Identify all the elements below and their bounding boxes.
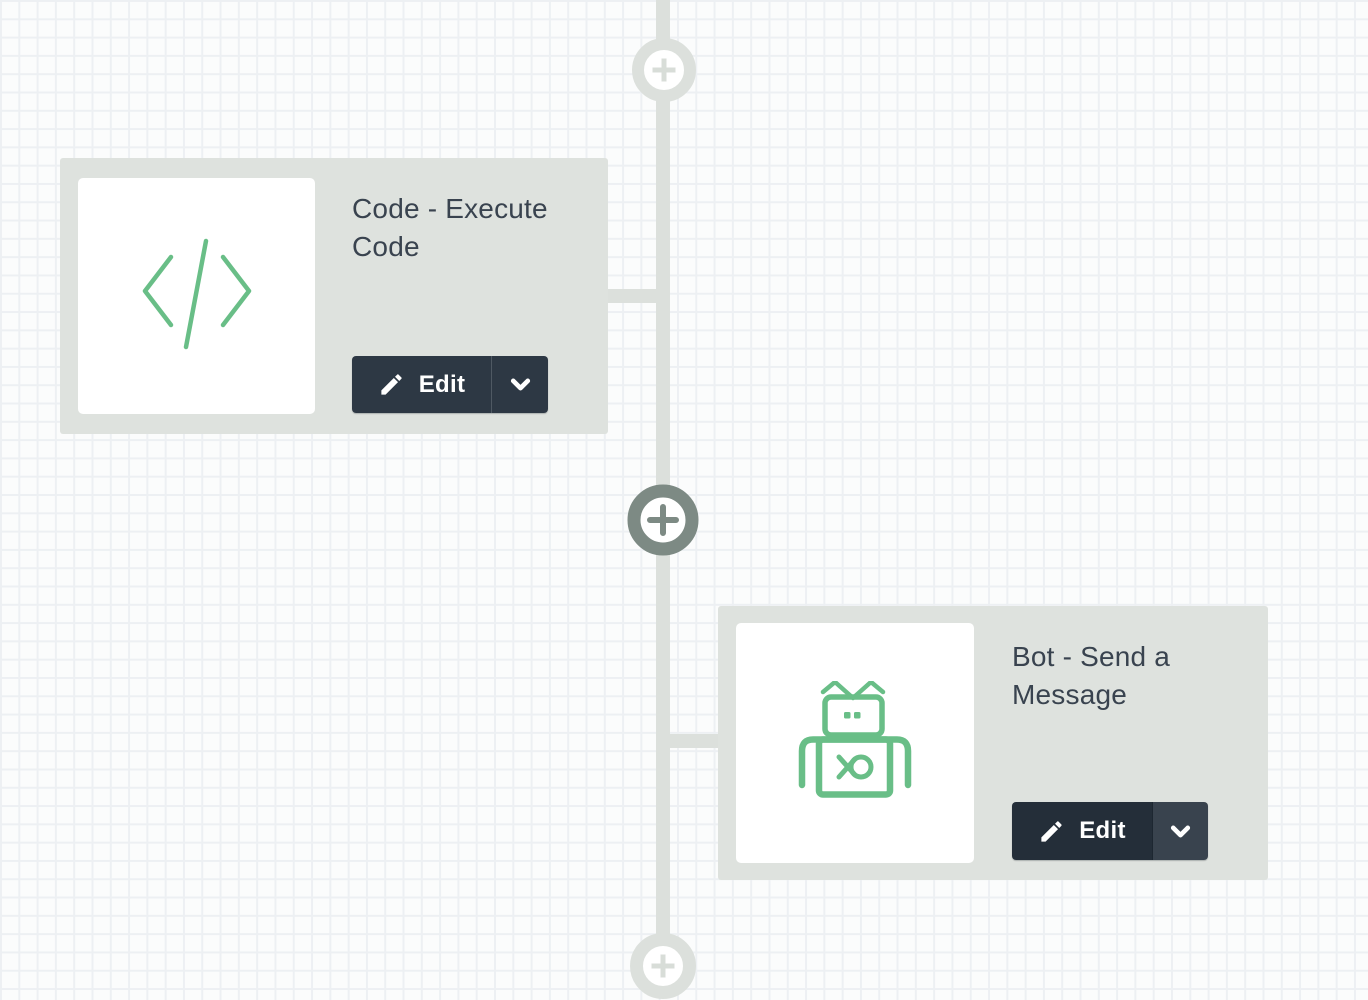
edit-button-label: Edit xyxy=(1079,817,1126,844)
flow-trunk-line xyxy=(656,0,670,966)
step-title: Code - Execute Code xyxy=(352,193,548,262)
step-card-bot-send-message[interactable]: Bot - Send a Message Edit xyxy=(718,606,1268,880)
step-title: Bot - Send a Message xyxy=(1012,641,1171,710)
code-icon xyxy=(139,238,255,355)
add-step-button-top[interactable] xyxy=(632,38,696,102)
chevron-down-icon xyxy=(507,371,534,398)
connector-bot-card xyxy=(668,734,722,748)
edit-split-button: Edit xyxy=(352,356,548,413)
pencil-icon xyxy=(1038,818,1065,845)
plus-icon xyxy=(630,933,696,999)
add-step-button-bottom[interactable] xyxy=(630,933,696,999)
edit-button-label: Edit xyxy=(418,370,466,398)
plus-icon xyxy=(627,484,699,556)
edit-button[interactable]: Edit xyxy=(1012,802,1152,860)
step-icon-box xyxy=(78,178,315,414)
connector-code-card xyxy=(604,289,658,303)
edit-dropdown-button[interactable] xyxy=(1152,802,1208,860)
edit-dropdown-button[interactable] xyxy=(491,356,548,413)
add-step-button-middle[interactable] xyxy=(627,484,699,556)
edit-button[interactable]: Edit xyxy=(352,356,491,413)
step-card-code-execute[interactable]: Code - Execute Code Edit xyxy=(60,158,608,434)
step-icon-box xyxy=(736,623,974,863)
pencil-icon xyxy=(378,371,405,398)
plus-icon xyxy=(632,38,696,102)
edit-split-button: Edit xyxy=(1012,802,1208,860)
chevron-down-icon xyxy=(1167,818,1194,845)
bot-icon xyxy=(795,679,915,806)
